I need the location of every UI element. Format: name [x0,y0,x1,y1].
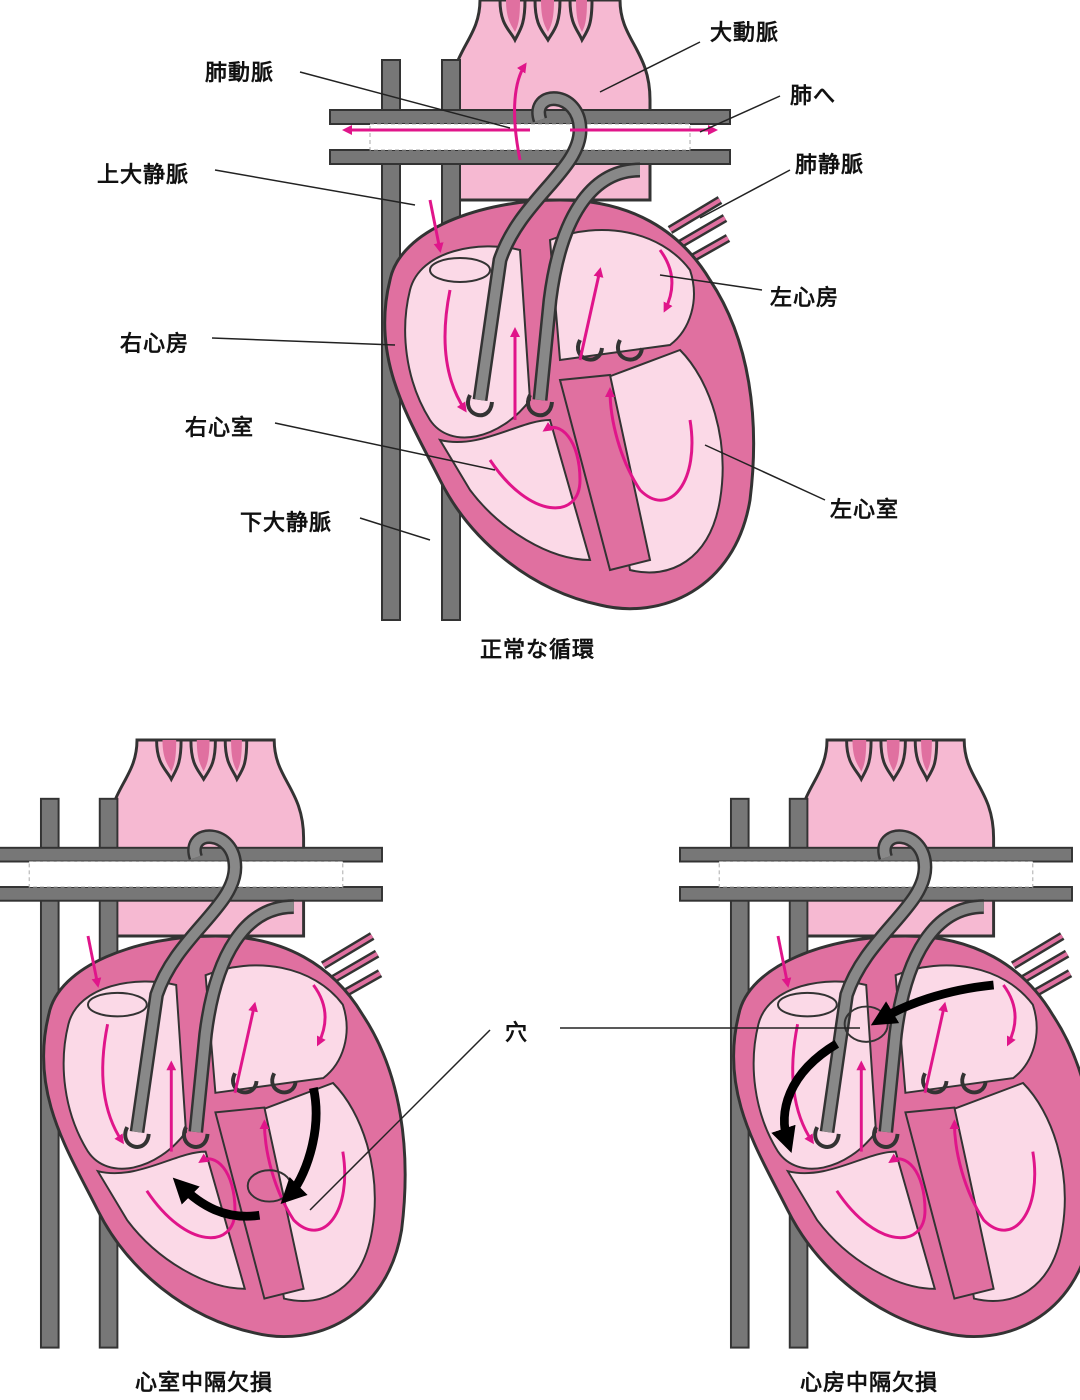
label-inferior-vena-cava: 下大静脈 [240,511,333,536]
caption-asd: 心房中隔欠損 [800,1371,939,1396]
label-aorta: 大動脈 [710,21,780,46]
label-superior-vena-cava: 上大静脈 [97,163,190,188]
asd-heart [680,740,1080,1348]
label-right-ventricle: 右心室 [185,416,255,441]
caption-vsd: 心室中隔欠損 [135,1371,274,1396]
label-right-atrium: 右心房 [120,332,190,357]
normal-heart [330,0,754,620]
label-to-lungs: 肺へ [790,84,837,109]
label-pulmonary-vein: 肺静脈 [795,153,865,178]
label-hole: 穴 [505,1021,529,1046]
vsd-heart [0,740,405,1348]
label-pulmonary-artery: 肺動脈 [205,61,275,86]
label-left-atrium: 左心房 [770,286,840,311]
leader-lines [211,41,860,1211]
label-left-ventricle: 左心室 [830,498,900,523]
caption-normal: 正常な循環 [480,638,596,663]
